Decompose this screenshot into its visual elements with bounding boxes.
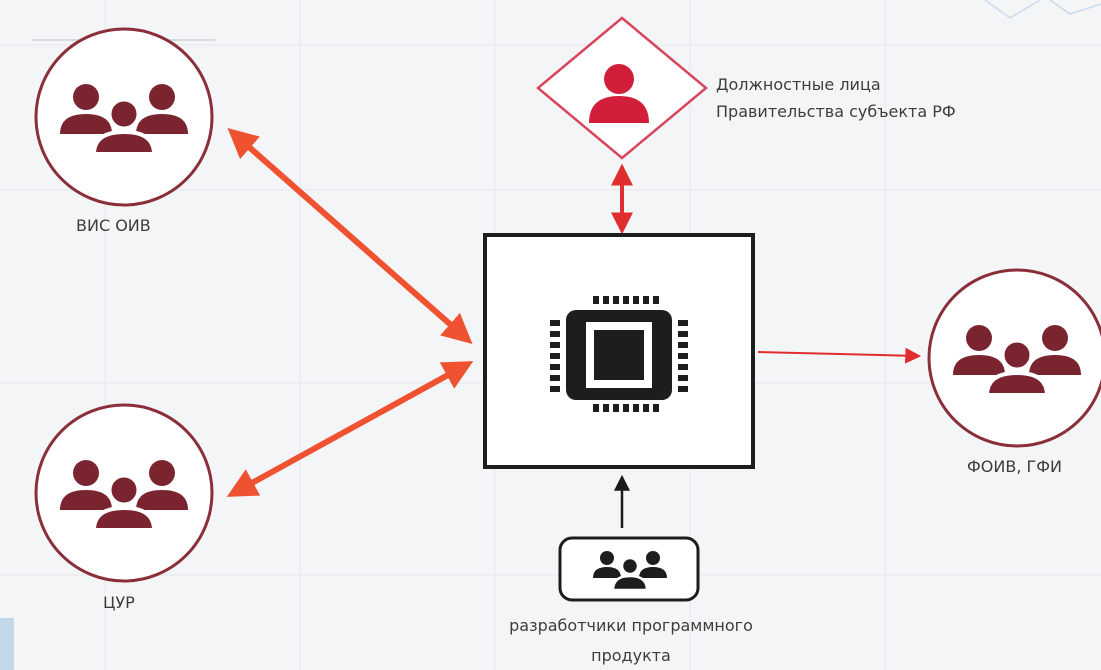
node-core <box>483 233 755 469</box>
label-developers-line2: продукта <box>591 646 671 665</box>
label-officials-line2: Правительства субъекта РФ <box>716 102 956 121</box>
label-officials-line1: Должностные лица <box>716 75 881 94</box>
node-vis-oiv <box>34 27 214 207</box>
arrow-vis-oiv-core <box>227 128 473 344</box>
node-officials <box>536 16 708 160</box>
label-vis-oiv: ВИС ОИВ <box>76 216 151 235</box>
corner-decoration <box>984 0 1101 19</box>
label-foiv-gfi: ФОИВ, ГФИ <box>967 457 1062 476</box>
node-tsur <box>34 403 214 583</box>
group-icon <box>593 551 667 592</box>
label-tsur: ЦУР <box>103 593 135 612</box>
person-icon <box>589 64 649 123</box>
arrow-tsur-core <box>226 361 474 497</box>
cpu-chip-icon <box>550 296 688 412</box>
node-foiv-gfi <box>927 268 1101 448</box>
arrow-core-foiv <box>757 347 922 364</box>
corner-accent <box>0 618 14 670</box>
label-developers-line1: разработчики программного <box>509 616 753 635</box>
node-developers <box>558 536 700 602</box>
